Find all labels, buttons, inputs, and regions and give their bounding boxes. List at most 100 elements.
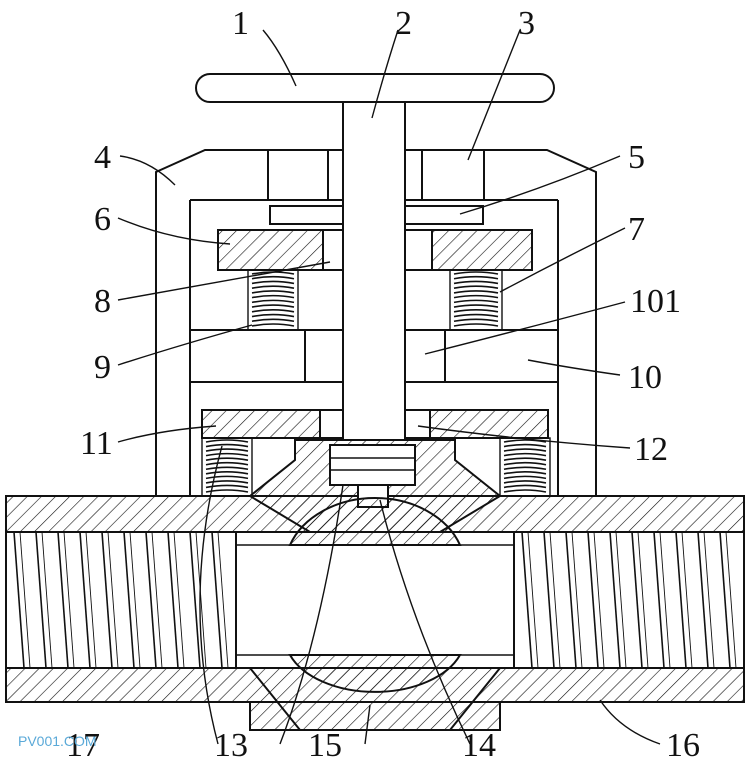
spring-coil — [503, 439, 547, 443]
watermark-text: PV001.COM — [18, 733, 97, 749]
pipe-thread-line — [565, 531, 577, 669]
pipe-thread-line — [681, 531, 693, 669]
label-9: 9 — [94, 349, 111, 386]
label-2: 2 — [395, 5, 412, 42]
pipe-thread-line — [593, 531, 605, 669]
label-11: 11 — [80, 425, 113, 462]
spring-coil — [251, 275, 295, 280]
lower-hatched-blocks — [201, 409, 549, 439]
spring-coil — [503, 466, 547, 471]
spring-coil — [251, 323, 295, 327]
pipe-thread-line — [703, 531, 715, 669]
pipe-thread-line — [637, 531, 649, 669]
label-13: 13 — [214, 727, 248, 764]
outer-housing — [155, 149, 597, 496]
spring-coil — [503, 448, 547, 452]
label-101: 101 — [630, 283, 681, 320]
pipe-thread-line — [659, 531, 671, 669]
spring-coil — [251, 299, 295, 304]
spring-coil — [205, 452, 249, 457]
pipe-thread-line — [79, 531, 91, 669]
spring-coil — [205, 443, 249, 448]
pipe-thread-line — [587, 531, 599, 669]
spring-coil — [205, 466, 249, 471]
pipe-thread-line — [57, 531, 69, 669]
spring-coil — [205, 484, 249, 489]
label-16: 16 — [666, 727, 700, 764]
spring-coil — [205, 457, 249, 461]
spring-coil — [205, 489, 249, 493]
pipe-thread-line — [145, 531, 157, 669]
label-14: 14 — [462, 727, 496, 764]
spring-coil — [453, 290, 499, 294]
label-7: 7 — [628, 211, 645, 248]
label-8: 8 — [94, 283, 111, 320]
top-plate — [269, 205, 484, 225]
pipe-thread-line — [549, 531, 561, 669]
spring-coil — [453, 304, 499, 308]
leader-lines — [117, 29, 661, 745]
middle-block — [190, 329, 558, 383]
spring-coil — [205, 480, 249, 484]
spring-coil — [251, 285, 295, 289]
pipe-thread-line — [527, 531, 539, 669]
spring-coil — [453, 294, 499, 299]
spring-coil — [453, 280, 499, 285]
pipe-thread-line — [101, 531, 113, 669]
pipe-thread-line — [211, 531, 223, 669]
pipe-thread-line — [63, 531, 75, 669]
pipe-thread-line — [615, 531, 627, 669]
spring-coil — [503, 471, 547, 475]
spring-coil — [453, 285, 499, 289]
part-labels: 1 2 3 4 5 6 7 8 101 9 10 11 12 17 13 15 … — [66, 5, 700, 764]
spring-coil — [453, 275, 499, 280]
pipe-thread-line — [41, 531, 53, 669]
pipe-thread-line — [173, 531, 185, 669]
label-10: 10 — [628, 359, 662, 396]
label-6: 6 — [94, 201, 111, 238]
spring-coil — [503, 484, 547, 489]
spring-coil — [503, 443, 547, 448]
pipe-thread-line — [675, 531, 687, 669]
spring-coil — [251, 304, 295, 308]
spring-coil — [503, 475, 547, 480]
spring-coil — [503, 457, 547, 461]
pipe-thread-line — [217, 531, 229, 669]
pipe-thread-line — [151, 531, 163, 669]
label-17: 17 — [66, 727, 100, 764]
spring-coil — [251, 294, 295, 299]
spring-coil — [205, 448, 249, 452]
spring-coil — [251, 280, 295, 285]
spring-coil — [205, 475, 249, 480]
pipe-thread-line — [85, 531, 97, 669]
pipe-thread-line — [35, 531, 47, 669]
spring-coil — [205, 471, 249, 475]
pipe-thread-line — [653, 531, 665, 669]
valve-stem — [342, 101, 406, 441]
spring-coil — [453, 313, 499, 318]
lower-springs — [201, 437, 551, 497]
label-12: 12 — [634, 431, 668, 468]
spring-coil — [205, 439, 249, 443]
label-1: 1 — [232, 5, 249, 42]
spring-coil — [503, 480, 547, 484]
pipe-thread-line — [697, 531, 709, 669]
label-3: 3 — [518, 5, 535, 42]
spring-coil — [251, 290, 295, 294]
label-5: 5 — [628, 139, 645, 176]
upper-hatched-blocks — [217, 229, 533, 271]
spring-coil — [503, 452, 547, 457]
spring-coil — [205, 461, 249, 466]
pipe-thread-line — [167, 531, 179, 669]
pipe-thread-line — [123, 531, 135, 669]
label-15: 15 — [308, 727, 342, 764]
pipe-thread-line — [609, 531, 621, 669]
spring-coil — [453, 271, 499, 275]
valve-bonnet — [248, 439, 502, 533]
valve-ball — [249, 497, 501, 731]
spring-coil — [453, 318, 499, 323]
pipe-thread-line — [19, 531, 31, 669]
pipe-thread-line — [195, 531, 207, 669]
spring-coil — [453, 299, 499, 304]
